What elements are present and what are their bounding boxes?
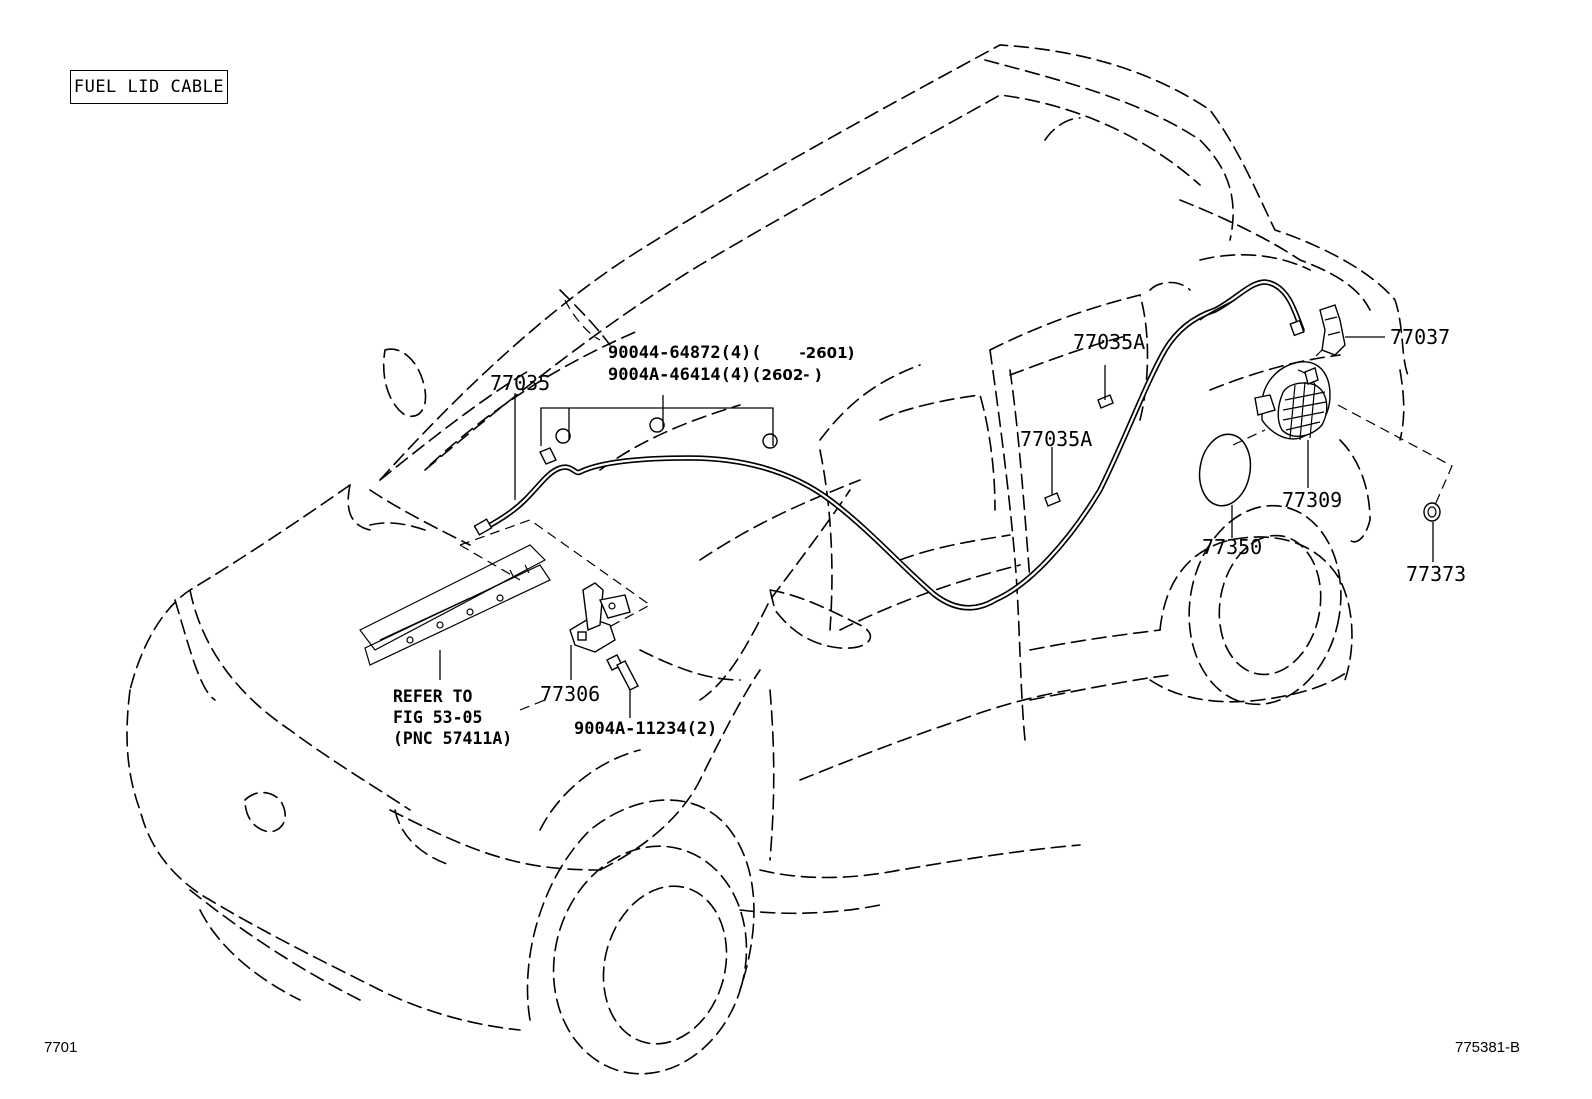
footer-figure-number: 7701 [44, 1039, 78, 1056]
diagram-title: FUEL LID CABLE [70, 70, 228, 104]
part-label-77037: 77037 [1390, 325, 1451, 349]
range-post-2602: 2602- ) [761, 366, 822, 384]
refer-to-note: REFER TO FIG 53-05 (PNC 57411A) [393, 687, 513, 748]
part-label-77306: 77306 [540, 682, 601, 706]
part-label-77373: 77373 [1406, 562, 1467, 586]
part-label-77350: 77350 [1202, 535, 1263, 559]
footer-illustration-id: 775381-B [1455, 1039, 1521, 1056]
part-label-77309: 77309 [1282, 488, 1343, 512]
grommet-icon [1423, 502, 1441, 522]
vehicle-body-lines [126, 44, 1411, 1075]
part-number-9004A-46414-text: 9004A-46414(4)( [608, 365, 762, 385]
range-pre-2601: -2601) [799, 344, 855, 362]
fuel-lid-opener-lever-icon [359, 519, 652, 666]
part-label-77035A-upper: 77035A [1073, 330, 1146, 354]
fuel-lid-cable-icon [473, 279, 1305, 611]
fuel-lid-lock-icon [1315, 304, 1346, 357]
part-number-90044-64872: 90044-64872(4)( [608, 343, 762, 363]
fuel-filler-housing-icon [1254, 361, 1331, 441]
part-label-9004A-11234: 9004A-11234(2) [574, 719, 718, 739]
part-label-77035A-lower: 77035A [1020, 427, 1093, 451]
part-label-9004A-46414: 90044-64872(4)(9004A-46414(4)(2602- ) [608, 365, 822, 385]
fuel-filler-door-icon [1198, 433, 1252, 507]
part-label-90044-64872: 90044-64872(4)( -2601) [608, 343, 854, 363]
part-label-77035: 77035 [490, 371, 551, 395]
bolt-icon [606, 654, 639, 691]
